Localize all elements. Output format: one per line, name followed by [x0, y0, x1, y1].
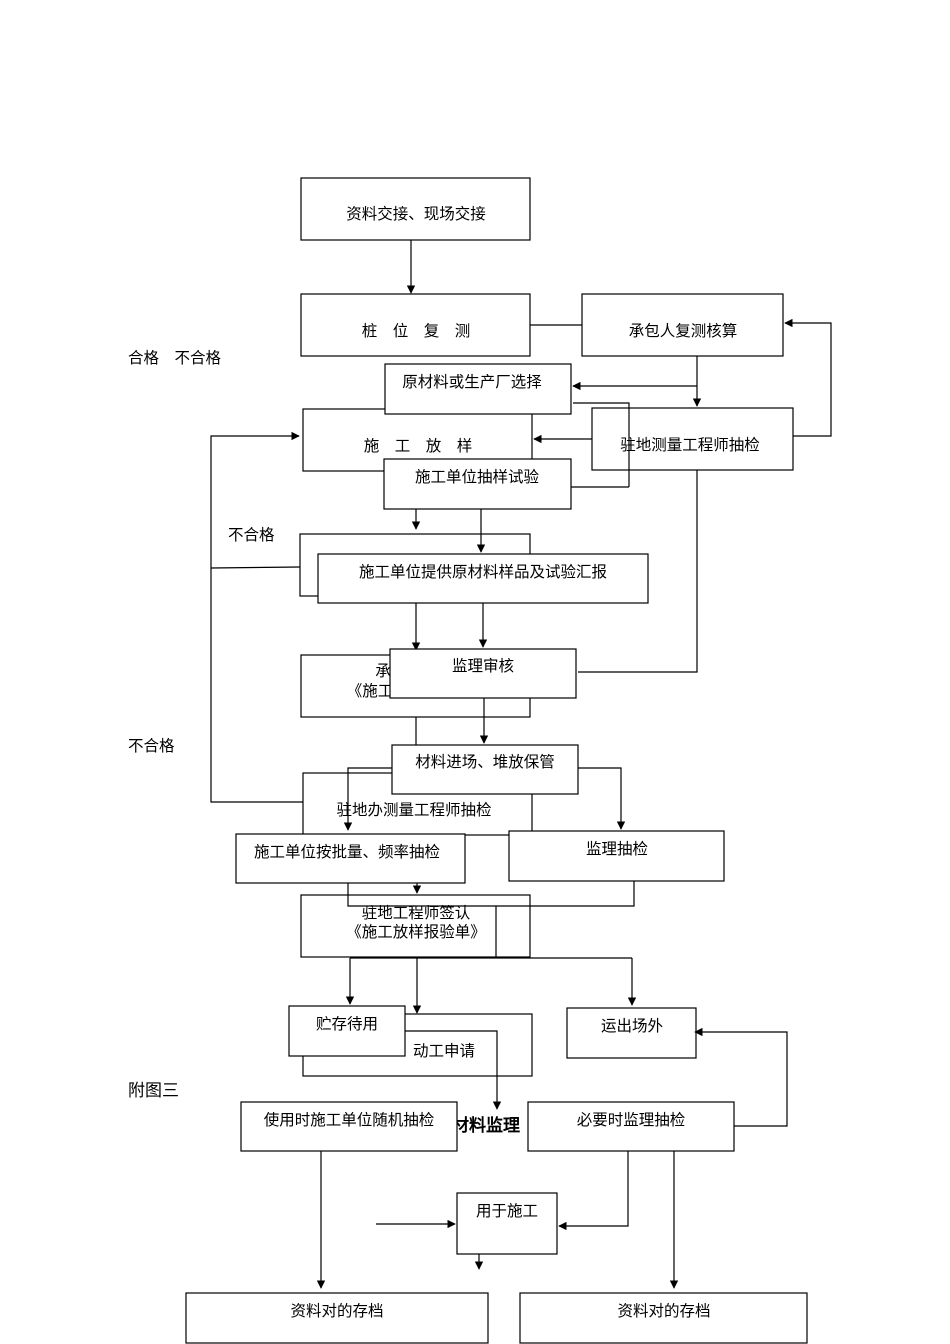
material-entry-label: 材料进场、堆放保管	[415, 753, 555, 771]
archive-right-label: 资料对的存档	[617, 1302, 710, 1320]
archive-left-label: 资料对的存档	[290, 1302, 383, 1320]
handover-label: 资料交接、现场交接	[346, 205, 486, 223]
unit-sample-test-label: 施工单位抽样试验	[415, 468, 540, 486]
line-survey-to-review	[578, 470, 698, 673]
archive-right-box	[519, 1292, 808, 1344]
engineer-sign-label-2: 《施工放样报验单》	[346, 923, 486, 941]
arrow-storage-to-use	[405, 1030, 502, 1110]
arrow-supervision-to-ship-out	[694, 1027, 788, 1127]
feedback-loop-right	[784, 318, 832, 437]
pile-recheck-box	[300, 293, 531, 357]
qualified-unqualified-label: 合格 不合格	[128, 349, 222, 367]
resident-office-check-label: 驻地办测量工程师抽检	[336, 801, 491, 819]
material-entry-box	[391, 744, 579, 795]
arrow-entry-to-batch	[343, 767, 392, 831]
engineer-sign-box	[300, 894, 531, 958]
resident-survey-check-label: 驻地测量工程师抽检	[620, 436, 760, 454]
foreground-flow-layer: 原材料或生产厂选择 施工单位抽样试验 施工单位提供原材料样品及试验汇报 监理审核…	[185, 356, 808, 1344]
side-labels: 合格 不合格 不合格 不合格 附图三	[128, 349, 275, 1101]
ship-out-label: 运出场外	[601, 1017, 663, 1035]
appendix-label: 附图三	[128, 1081, 179, 1101]
archive-left-box	[185, 1292, 489, 1344]
contractor-recheck-box	[581, 293, 784, 357]
supervision-when-needed-box	[527, 1101, 735, 1152]
material-select-label: 原材料或生产厂选择	[402, 373, 542, 391]
pile-recheck-label: 桩 位 复 测	[362, 322, 471, 340]
arrow-supervision-to-use	[558, 1151, 629, 1231]
random-check-label: 使用时施工单位随机抽检	[264, 1111, 435, 1129]
supervision-review-box	[389, 648, 577, 699]
storage-label: 贮存待用	[316, 1015, 378, 1033]
use-in-construction-box	[456, 1192, 558, 1255]
supervision-check-label: 监理抽检	[586, 840, 648, 858]
supervision-review-label: 监理审核	[452, 657, 514, 675]
hidden-cheng-label: 承	[375, 662, 391, 680]
batch-check-label: 施工单位按批量、频率抽检	[254, 843, 440, 861]
supervision-when-needed-label: 必要时监理抽检	[577, 1111, 686, 1129]
unit-sample-test-box	[383, 458, 572, 510]
arrow-entry-to-supervision	[578, 767, 626, 830]
material-sample-report-label: 施工单位提供原材料样品及试验汇报	[359, 563, 607, 581]
supervision-check-box	[508, 830, 725, 882]
engineer-sign-label-1: 驻地工程师签认	[362, 904, 471, 922]
random-check-box	[240, 1101, 458, 1152]
storage-box	[288, 1005, 406, 1057]
contractor-recheck-label: 承包人复测核算	[629, 321, 738, 340]
batch-check-box	[235, 833, 466, 884]
line-merge-checks	[347, 881, 635, 907]
material-supervision-fragment: 材料监理	[452, 1115, 520, 1136]
material-sample-report-box	[317, 553, 649, 604]
material-select-box	[384, 363, 572, 415]
start-request-label: 动工申请	[413, 1042, 475, 1060]
line-left-loop-mid	[210, 566, 301, 569]
handover-box	[300, 177, 531, 241]
resident-survey-check-box	[591, 407, 794, 471]
construction-layout-label: 施 工 放 样	[364, 437, 473, 455]
feedback-loop-left	[210, 431, 303, 803]
use-in-construction-label: 用于施工	[476, 1202, 538, 1220]
ship-out-box	[566, 1007, 697, 1059]
unqualified-label-2: 不合格	[128, 737, 175, 755]
hidden-shigong-label: 《施工	[347, 682, 394, 700]
unqualified-label-1: 不合格	[228, 526, 275, 544]
line-right-bracket	[573, 402, 630, 487]
